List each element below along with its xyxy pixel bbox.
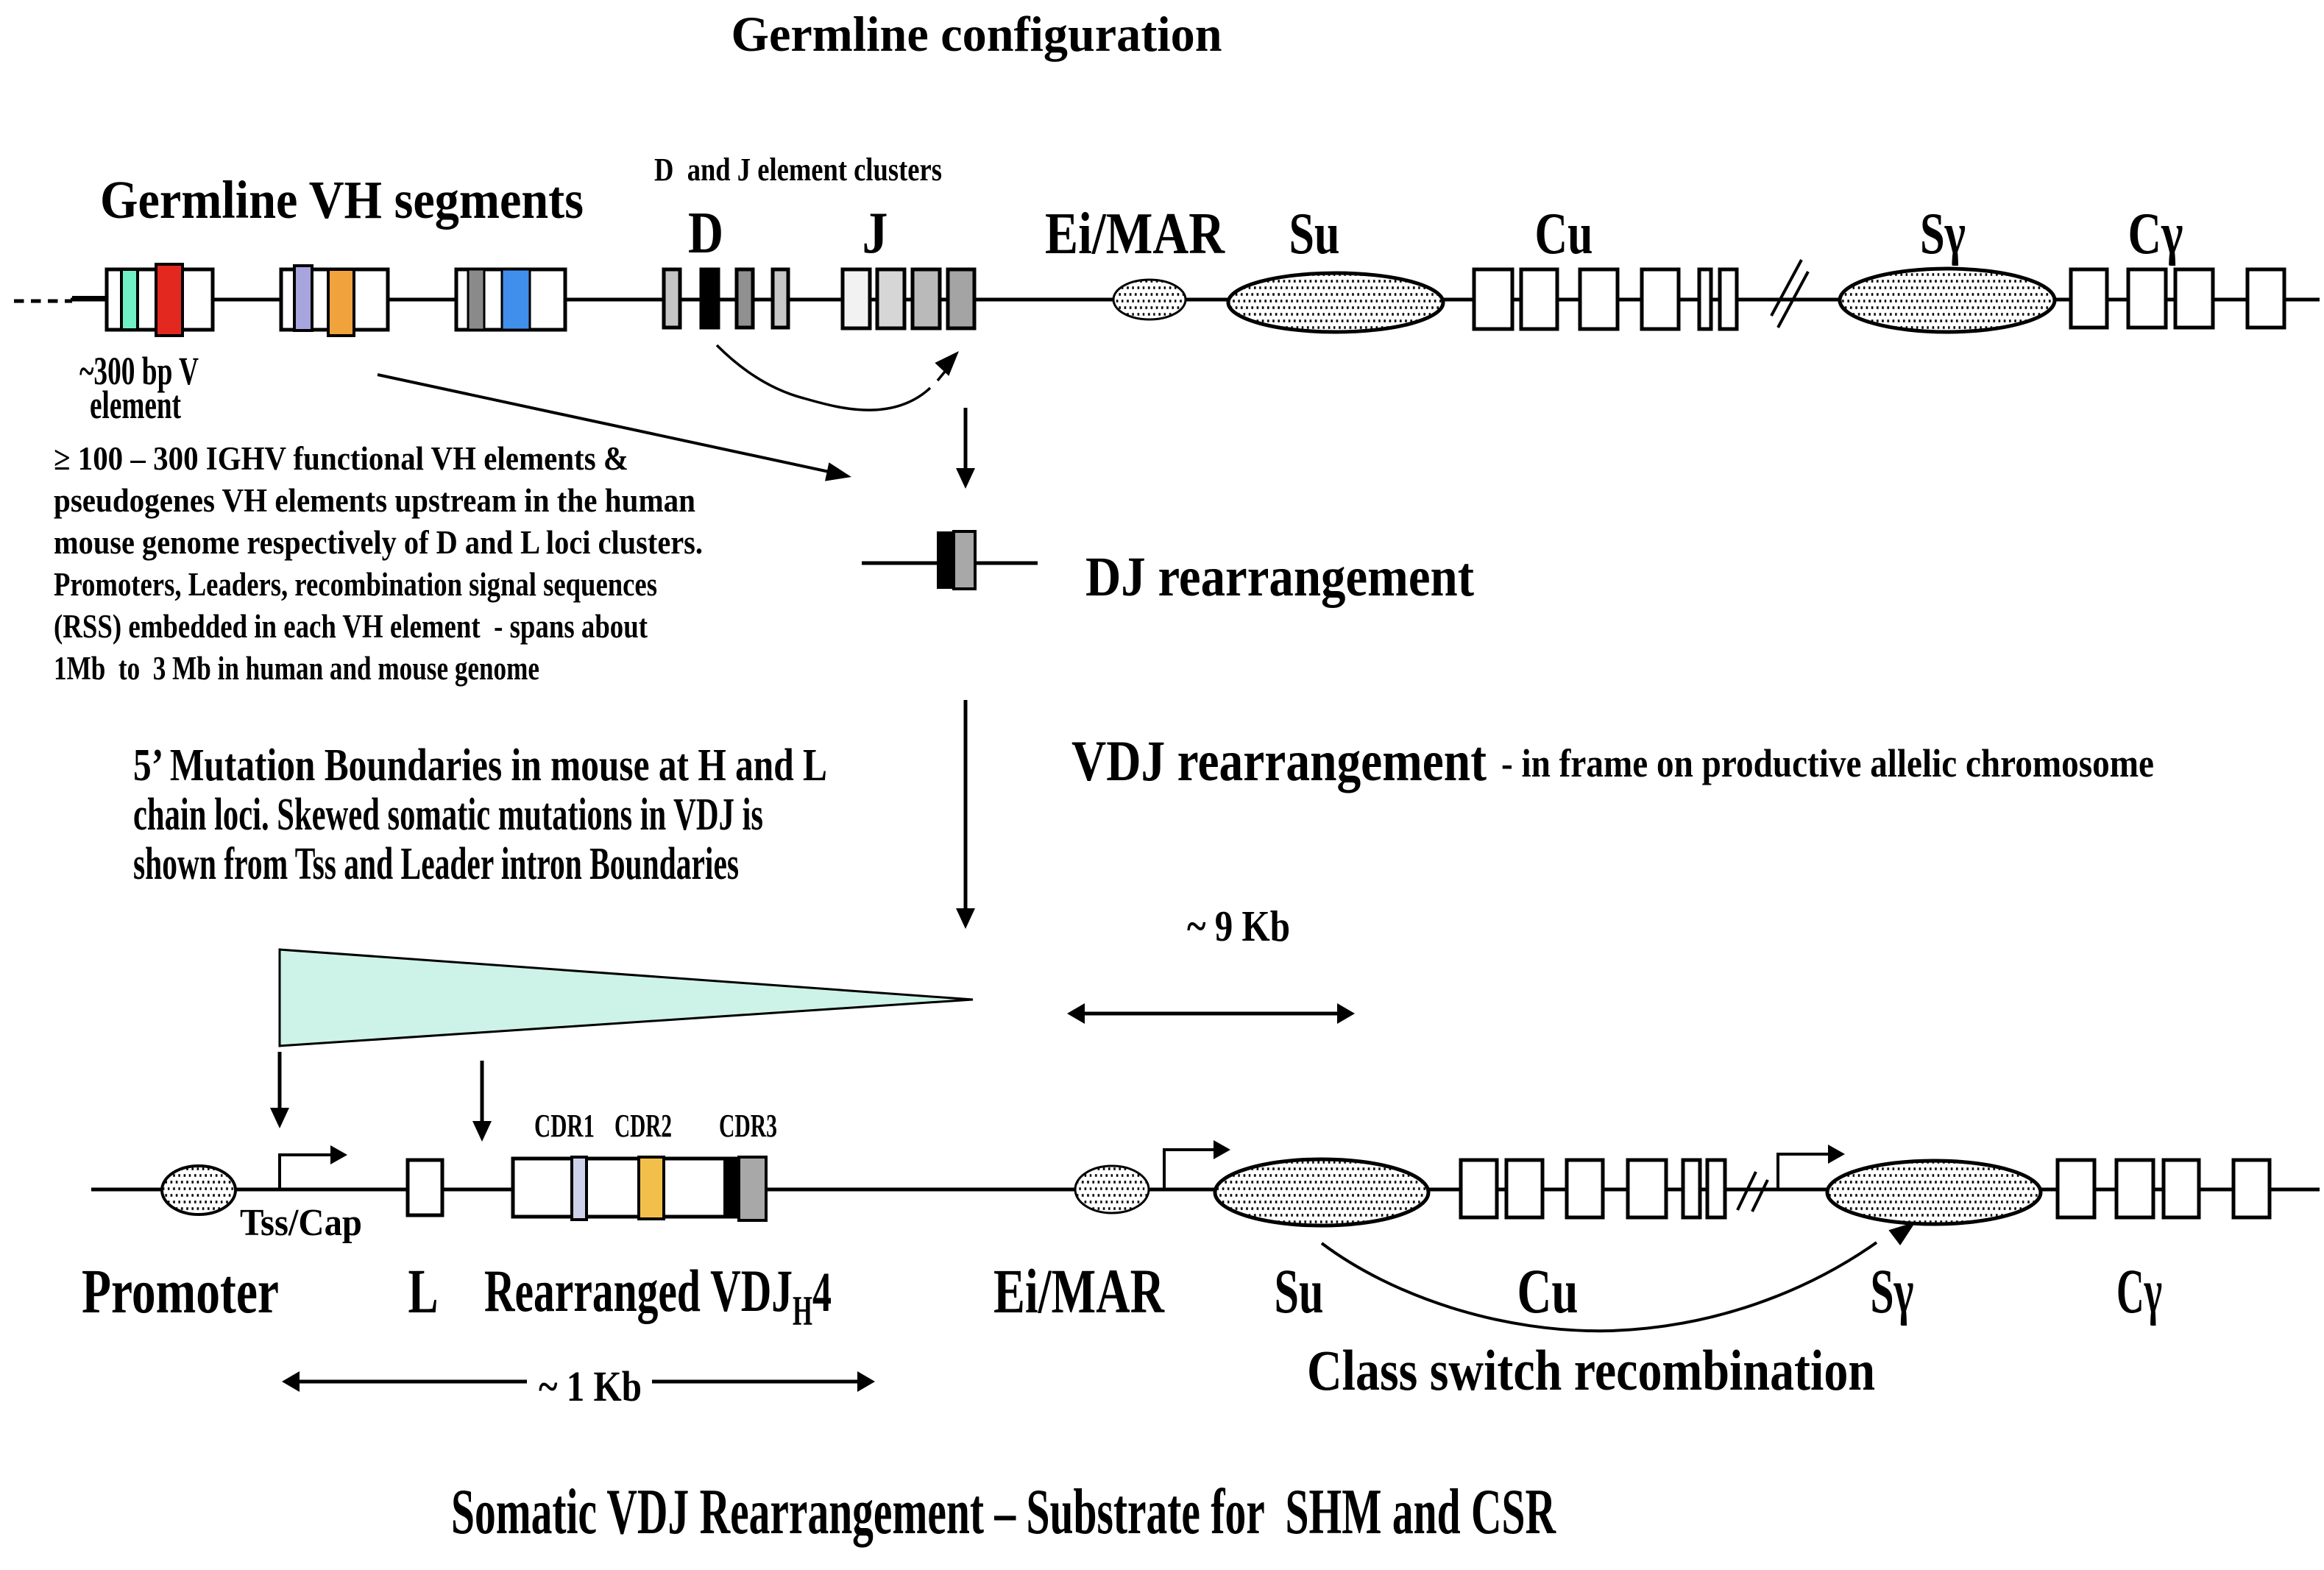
svg-text:Promoters, Leaders, recombinat: Promoters, Leaders, recombination signal… <box>54 566 657 603</box>
svg-text:Somatic VDJ Rearrangement – Su: Somatic VDJ Rearrangement – Substrate fo… <box>451 1477 1556 1548</box>
svg-text:J: J <box>862 201 888 266</box>
svg-text:VDJ rearrangement: VDJ rearrangement <box>1071 729 1487 793</box>
svg-text:(RSS) embedded in each VH elem: (RSS) embedded in each VH element - span… <box>54 608 648 645</box>
svg-text:Rearranged VDJ: Rearranged VDJ <box>484 1257 793 1324</box>
svg-text:1Mb to 3 Mb in human and mou: 1Mb to 3 Mb in human and mouse genome <box>54 650 539 687</box>
svg-text:D and J element clusters: D and J element clusters <box>654 152 942 188</box>
svg-text:Tss/Cap: Tss/Cap <box>240 1202 362 1244</box>
svg-text:Ei/MAR: Ei/MAR <box>993 1256 1165 1326</box>
svg-text:shown from Tss and Leader intr: shown from Tss and Leader intron Boundar… <box>133 839 739 889</box>
svg-text:Su: Su <box>1275 1256 1324 1326</box>
svg-text:5’ Mutation Boundaries in mous: 5’ Mutation Boundaries in mouse at H and… <box>133 740 827 791</box>
svg-text:element: element <box>90 383 181 427</box>
svg-text:Cγ: Cγ <box>2128 202 2183 266</box>
svg-text:~ 1 Kb: ~ 1 Kb <box>539 1362 642 1410</box>
svg-text:pseudogenes VH elements upstre: pseudogenes VH elements upstream in the … <box>54 482 695 519</box>
svg-text:Promoter: Promoter <box>82 1256 279 1326</box>
svg-text:Germline configuration: Germline configuration <box>731 6 1222 62</box>
svg-text:DJ rearrangement: DJ rearrangement <box>1085 546 1474 608</box>
svg-text:Germline VH segments: Germline VH segments <box>100 170 584 230</box>
svg-text:D: D <box>688 201 723 266</box>
svg-text:~ 9 Kb: ~ 9 Kb <box>1187 902 1290 950</box>
svg-text:H: H <box>793 1288 812 1334</box>
svg-text:mouse genome respectively of D: mouse genome respectively of D and L loc… <box>54 524 703 561</box>
svg-text:Cu: Cu <box>1535 202 1593 266</box>
svg-text:Sγ: Sγ <box>1871 1256 1914 1326</box>
svg-text:CDR2: CDR2 <box>614 1108 672 1144</box>
svg-text:- in frame on productive allel: - in frame on productive allelic chromos… <box>1501 741 2154 785</box>
svg-text:Class switch recombination: Class switch recombination <box>1307 1338 1875 1402</box>
svg-text:4: 4 <box>812 1262 832 1323</box>
svg-text:Su: Su <box>1289 202 1340 266</box>
svg-text:Cu: Cu <box>1517 1256 1579 1326</box>
svg-text:Sγ: Sγ <box>1920 202 1966 266</box>
svg-text:L: L <box>408 1256 439 1326</box>
svg-text:Ei/MAR: Ei/MAR <box>1045 202 1225 266</box>
svg-text:≥ 100 – 300 IGHV functional VH: ≥ 100 – 300 IGHV functional VH elements … <box>54 440 628 477</box>
svg-text:chain loci. Skewed somatic mut: chain loci. Skewed somatic mutations in … <box>133 790 763 840</box>
svg-text:~300 bp V: ~300 bp V <box>79 349 199 393</box>
svg-text:CDR3: CDR3 <box>719 1108 777 1144</box>
svg-text:Cγ: Cγ <box>2116 1256 2162 1326</box>
svg-text:CDR1: CDR1 <box>534 1108 595 1144</box>
